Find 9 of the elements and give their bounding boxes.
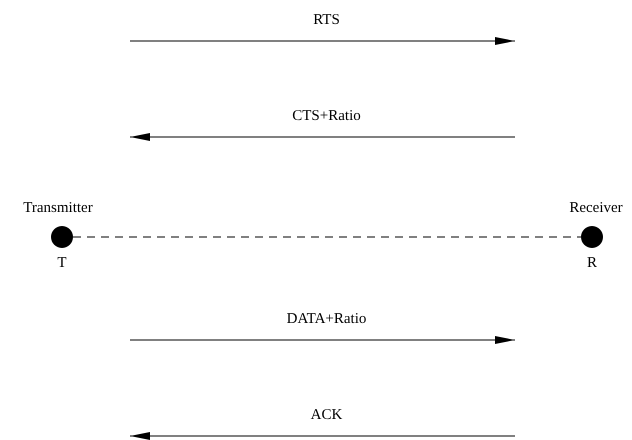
node-caption: R [586,254,597,272]
message-label: RTS [313,11,340,29]
node-name: Transmitter [23,199,93,217]
message-label: CTS+Ratio [292,107,361,125]
node-name: Receiver [569,199,623,217]
message-label: ACK [310,406,342,424]
node-caption: T [57,254,67,272]
message-label: DATA+Ratio [286,310,366,328]
dashed-link [72,236,582,238]
